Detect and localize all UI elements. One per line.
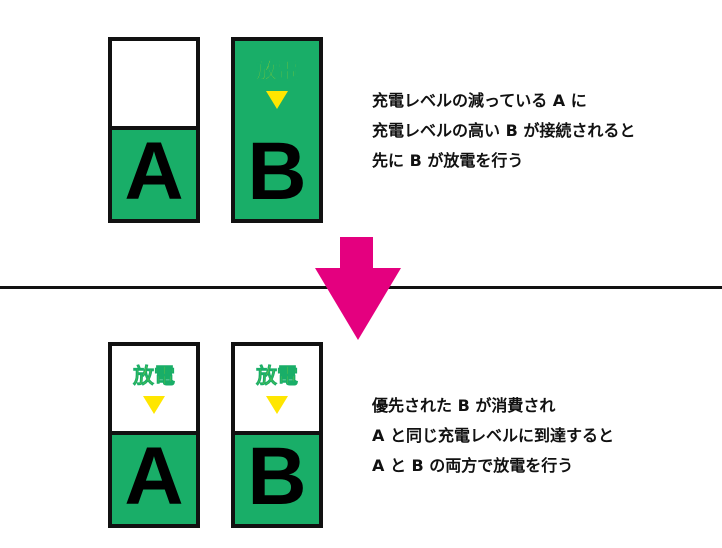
description-line: 優先された B が消費され [372, 396, 556, 415]
top-battery-b: 放電 B [231, 37, 323, 223]
down-triangle-icon [266, 396, 288, 414]
charge-level: A [112, 126, 196, 219]
charge-level: A [112, 431, 196, 524]
battery-label: B [247, 431, 307, 522]
discharge-label: 放電 [133, 364, 176, 389]
down-triangle-icon [266, 91, 288, 109]
bottom-description: 優先された B が消費され A と同じ充電レベルに到達すると A と B の両方… [372, 391, 614, 481]
charge-level: B [235, 431, 319, 524]
discharge-label: 放電 [256, 364, 299, 389]
description-line: A と同じ充電レベルに到達すると [372, 426, 614, 445]
down-arrow-icon [340, 237, 373, 269]
bottom-battery-a: 放電 A [108, 342, 200, 528]
top-description: 充電レベルの減っている A に 充電レベルの高い B が接続されると 先に B … [372, 86, 635, 176]
down-arrow-head-icon [315, 268, 401, 340]
description-line: 充電レベルの高い B が接続されると [372, 121, 636, 140]
top-battery-a: A [108, 37, 200, 223]
down-triangle-icon [143, 396, 165, 414]
battery-label: B [247, 126, 307, 217]
battery-label: A [124, 126, 184, 217]
description-line: A と B の両方で放電を行う [372, 456, 574, 475]
description-line: 先に B が放電を行う [372, 151, 524, 170]
description-line: 充電レベルの減っている A に [372, 91, 587, 110]
battery-label: A [124, 431, 184, 522]
bottom-battery-b: 放電 B [231, 342, 323, 528]
discharge-label: 放電 [256, 59, 299, 84]
